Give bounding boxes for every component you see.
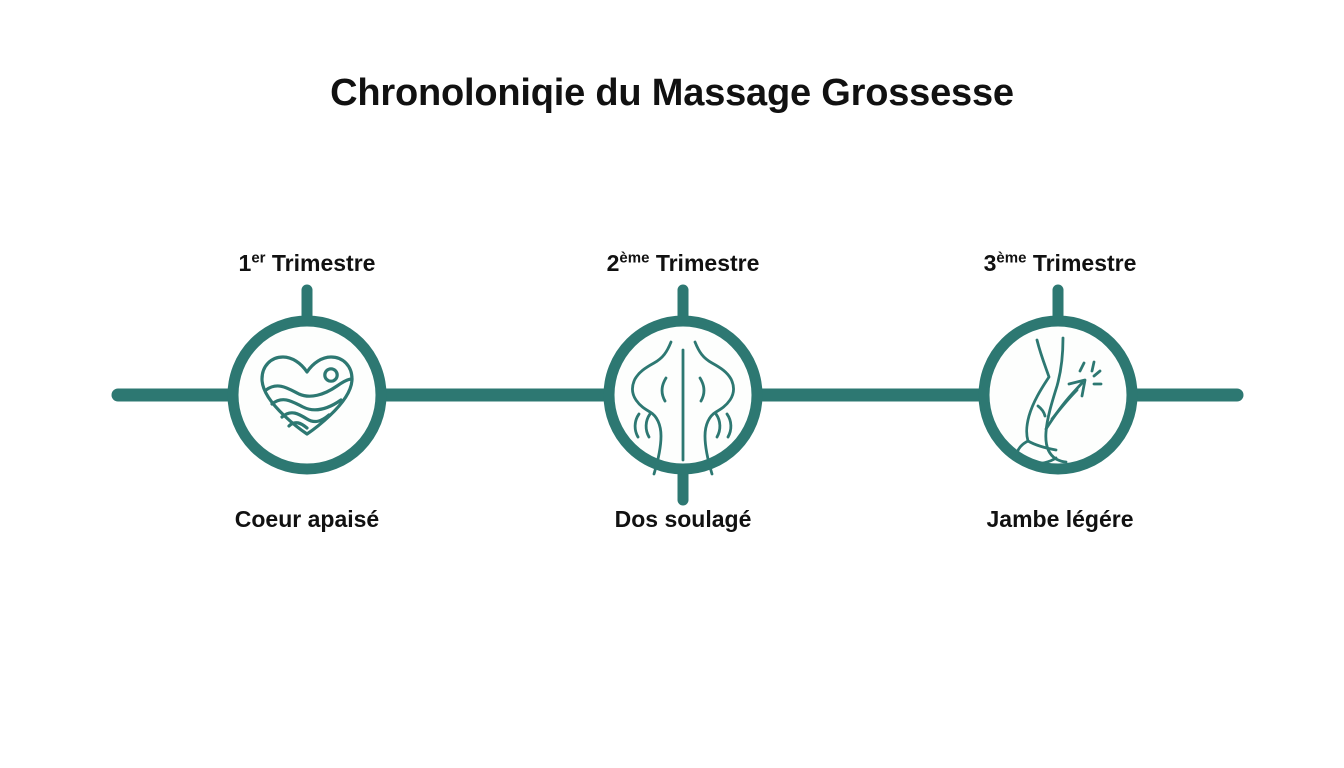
leg-arrow-sparkle-icon xyxy=(1015,336,1103,466)
heart-sun-circle xyxy=(323,367,339,383)
back-torso-icon xyxy=(631,340,735,476)
torso-relief-left-1 xyxy=(633,412,641,439)
sparkle-3 xyxy=(1092,369,1102,378)
node-2-label-number: 2 xyxy=(606,250,620,276)
node-3-label: 3ème Trimestre xyxy=(900,250,1220,277)
leg-knee-tick xyxy=(1036,404,1047,418)
timeline-node-2[interactable] xyxy=(603,315,763,476)
node-2-label-text: Trimestre xyxy=(649,250,760,276)
node-3-ring[interactable] xyxy=(978,315,1138,475)
sparkle-1 xyxy=(1078,361,1086,373)
leg-back-contour xyxy=(1044,336,1068,464)
torso-relief-right-2 xyxy=(714,412,722,439)
node-1-label: 1er Trimestre xyxy=(147,250,467,277)
heart-landscape-icon xyxy=(260,355,354,436)
node-1-label-ordinal: er xyxy=(251,249,266,267)
arrow-head xyxy=(1067,378,1087,398)
heart-wave-2 xyxy=(270,398,343,412)
timeline-node-1[interactable] xyxy=(227,315,387,475)
node-1-caption: Coeur apaisé xyxy=(234,506,380,532)
node-3-label-ordinal: ème xyxy=(996,249,1027,267)
node-3-label-number: 3 xyxy=(983,250,997,276)
arrow-inner-line xyxy=(1050,388,1079,421)
torso-right-contour xyxy=(693,340,735,476)
heart-wave-3 xyxy=(280,411,331,424)
node-3-label-text: Trimestre xyxy=(1026,250,1137,276)
node-2-caption: Dos soulagé xyxy=(614,506,752,532)
leg-ankle-line xyxy=(1026,439,1058,452)
node-1-label-number: 1 xyxy=(238,250,252,276)
timeline-node-3[interactable] xyxy=(978,315,1138,475)
sparkle-2 xyxy=(1090,360,1096,373)
node-3-caption: Jambe légére xyxy=(986,506,1134,532)
torso-relief-left-2 xyxy=(644,412,652,439)
torso-blade-right xyxy=(698,376,706,403)
torso-relief-right-1 xyxy=(725,412,733,439)
node-2-label: 2ème Trimestre xyxy=(523,250,843,277)
torso-blade-left xyxy=(660,376,668,403)
node-2-label-ordinal: ème xyxy=(619,249,650,267)
page-title: Chronoloniqie du Massage Grossesse xyxy=(330,72,1014,114)
heart-wave-1 xyxy=(264,377,354,398)
heart-wave-4 xyxy=(287,421,309,430)
torso-left-contour xyxy=(631,340,673,476)
node-1-label-text: Trimestre xyxy=(265,250,376,276)
